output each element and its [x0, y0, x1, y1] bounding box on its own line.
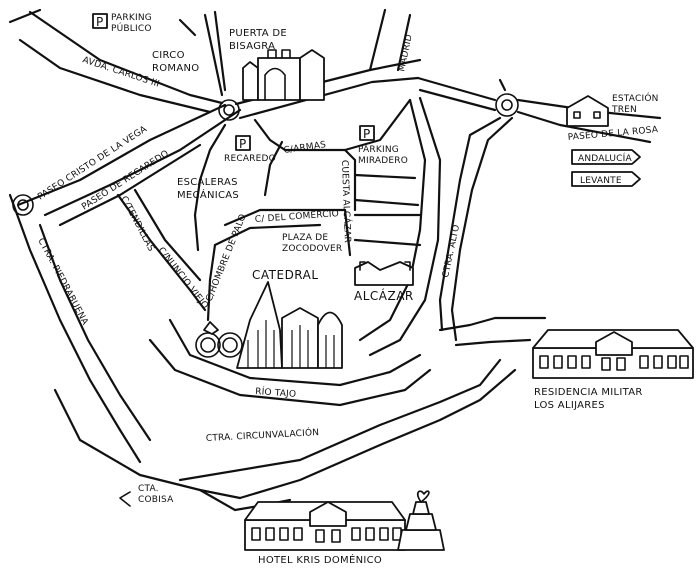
label-c-hombre-palo: C/HOMBRE DE PALO — [205, 213, 249, 303]
label-recaredo: RECAREDO — [224, 154, 276, 164]
label-zocodover-2: ZOCODOVER — [282, 244, 342, 254]
label-alcazar: ALCÁZAR — [354, 288, 414, 303]
label-residencia-1: RESIDENCIA MILITAR — [534, 387, 643, 398]
label-c-comercio: C/ DEL COMERCIO — [255, 209, 340, 225]
label-madrid: MADRID — [397, 33, 415, 72]
wedding-cake-icon — [397, 490, 445, 551]
label-avda-carlos: AVDA. CARLOS III — [81, 55, 161, 89]
direction-arrow-icon — [119, 491, 131, 507]
building-icon — [532, 329, 694, 379]
label-escaleras-1: ESCALERAS — [177, 177, 238, 188]
svg-text:P: P — [96, 15, 104, 29]
label-parking-miradero-2: MIRADERO — [358, 156, 408, 166]
train-station-icon — [566, 95, 609, 127]
label-c-nuncio: C/NUNCIO VIEJO — [156, 246, 210, 311]
label-circo-romano-2: ROMANO — [152, 63, 199, 74]
label-parking-publico-2: PÚBLICO — [111, 22, 152, 34]
label-parking-miradero-1: PARKING — [358, 145, 399, 155]
road-network — [8, 8, 662, 512]
label-hotel: HOTEL KRIS DOMÉNICO — [258, 553, 382, 566]
label-zocodover-1: PLAZA DE — [282, 233, 328, 243]
svg-text:P: P — [363, 127, 371, 141]
label-catedral: CATEDRAL — [252, 268, 319, 282]
label-parking-publico-1: PARKING — [111, 13, 152, 23]
label-circunvalacion: CTRA. CIRCUNVALACIÓN — [206, 426, 320, 444]
label-cuesta-alcazar: CUESTA ALCÁZAR — [339, 160, 354, 243]
label-c-armas: C/ARMAS — [283, 140, 327, 156]
label-puerta-bisagra-2: BISAGRA — [229, 41, 275, 52]
label-puerta-bisagra-1: PUERTA DE — [229, 28, 287, 39]
label-estacion-2: TREN — [611, 105, 637, 115]
label-circo-romano-1: CIRCO — [152, 50, 185, 61]
parking-icon: P — [359, 125, 375, 141]
building-icon — [244, 501, 406, 551]
label-residencia-2: LOS ALIJARES — [534, 400, 605, 411]
direction-arrow-icon — [571, 149, 641, 187]
label-rio-tajo: RÍO TAJO — [255, 385, 297, 400]
label-cobisa-1: CTA. — [138, 484, 159, 494]
label-c-tendillas: C/TENDILLAS — [118, 195, 156, 254]
label-paseo-cristo: PASEO CRISTO DE LA VEGA — [36, 124, 149, 202]
cathedral-icon — [236, 281, 343, 369]
wedding-rings-icon — [195, 321, 243, 358]
label-andalucia: ANDALUCÍA — [578, 152, 633, 164]
map-labels: PARKING PÚBLICO CIRCO ROMANO PUERTA DE B… — [35, 13, 659, 566]
svg-text:P: P — [239, 137, 247, 151]
label-escaleras-2: MECÁNICAS — [177, 188, 239, 201]
label-levante: LEVANTE — [580, 176, 622, 186]
castle-icon — [354, 261, 414, 286]
parking-icon: P — [235, 135, 251, 151]
label-estacion-1: ESTACIÓN — [612, 92, 659, 104]
parking-icon: P — [92, 13, 108, 29]
label-cobisa-2: COBISA — [138, 495, 174, 505]
gate-icon — [242, 49, 325, 101]
roundabouts — [12, 93, 519, 216]
